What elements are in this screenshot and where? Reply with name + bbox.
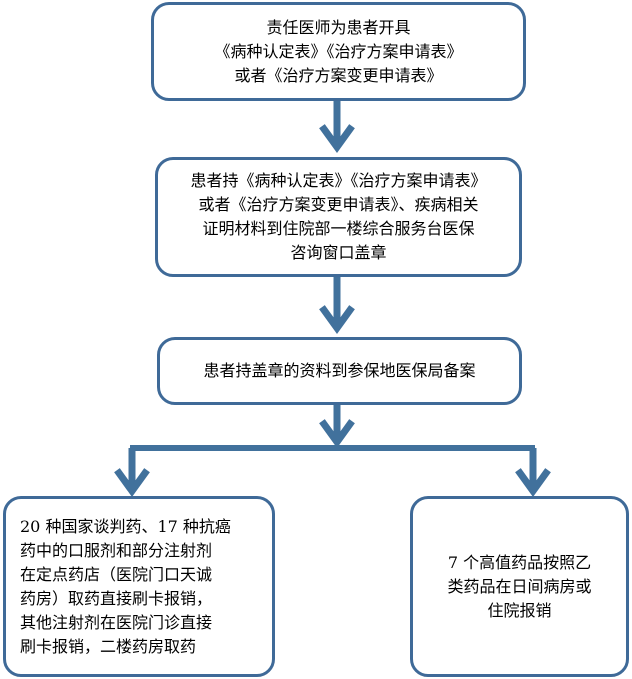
step2-box: 患者持《病种认定表》《治疗方案申请表》 或者《治疗方案变更申请表》、疾病相关 证…	[155, 157, 522, 277]
left-outcome-box: 20 种国家谈判药、17 种抗癌 药中的口服剂和部分注射剂 在定点药店（医院门口…	[3, 496, 275, 677]
step1-text: 责任医师为患者开具 《病种认定表》《治疗方案申请表》 或者《治疗方案变更申请表》	[214, 17, 463, 85]
arrow-step3-to-split	[319, 404, 355, 448]
arrow-step2-to-step3	[319, 276, 355, 334]
arrow-split-to-right	[515, 448, 551, 497]
arrow-step1-to-step2	[319, 100, 355, 153]
arrow-split-to-left	[114, 448, 150, 497]
step1-box: 责任医师为患者开具 《病种认定表》《治疗方案申请表》 或者《治疗方案变更申请表》	[151, 2, 526, 101]
right-outcome-text: 7 个高值药品按照乙 类药品在日间病房或 住院报销	[447, 552, 592, 620]
step3-text: 患者持盖章的资料到参保地医保局备案	[203, 361, 476, 380]
step3-box: 患者持盖章的资料到参保地医保局备案	[157, 337, 522, 405]
step2-text: 患者持《病种认定表》《治疗方案申请表》 或者《治疗方案变更申请表》、疾病相关 证…	[190, 171, 487, 262]
left-outcome-text: 20 种国家谈判药、17 种抗癌 药中的口服剂和部分注射剂 在定点药店（医院门口…	[20, 516, 231, 656]
right-outcome-box: 7 个高值药品按照乙 类药品在日间病房或 住院报销	[410, 496, 629, 677]
